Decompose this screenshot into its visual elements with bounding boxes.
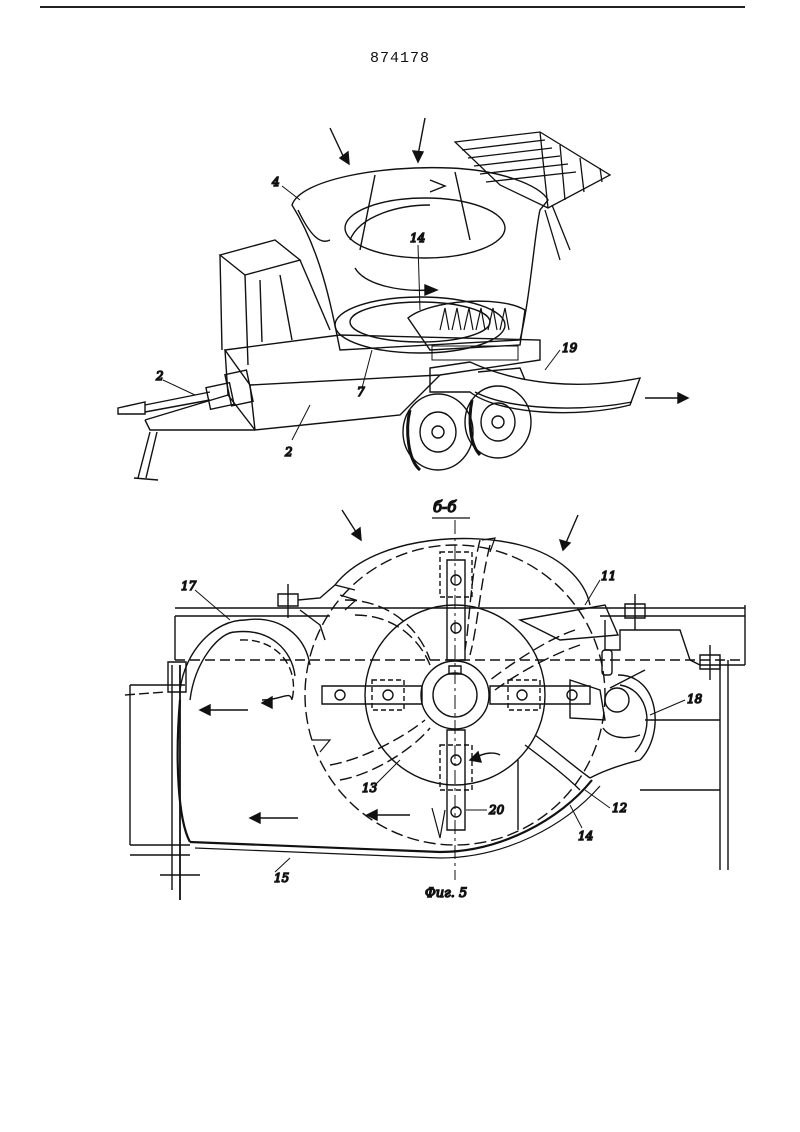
label-7: 7 (357, 385, 365, 399)
label-13: 13 (362, 781, 378, 795)
label-2-left: 2 (155, 369, 164, 383)
patent-number: 874178 (369, 50, 430, 67)
discharge-chute (430, 362, 640, 413)
label-11: 11 (601, 569, 616, 583)
outlet-casing (125, 662, 600, 900)
label-14-bottom: 14 (578, 829, 593, 843)
input-arrows (330, 118, 425, 164)
figure-caption: Фиг. 5 (425, 886, 467, 901)
label-15: 15 (274, 871, 289, 885)
section-label: б-б (433, 498, 457, 516)
page-top-rule (40, 6, 745, 8)
curved-knives (330, 540, 580, 780)
mount-bolts (278, 584, 720, 680)
label-14-top: 14 (410, 231, 425, 245)
left-discharge-drum (180, 619, 310, 708)
output-arrow (645, 393, 688, 403)
knife-tips (312, 538, 495, 838)
label-4: 4 (271, 175, 280, 189)
loading-rack (455, 132, 610, 260)
rotor-blades (322, 552, 590, 830)
figure-top-mixer-trailer: 4 14 2 7 2 19 (0, 0, 800, 500)
label-17: 17 (181, 579, 197, 593)
right-counter-knife (520, 605, 745, 675)
drive-shaft (118, 370, 253, 414)
wheels (403, 386, 531, 470)
housing-top-plate (175, 605, 745, 665)
section-input-arrows (342, 510, 578, 550)
right-discharge-drum (570, 670, 655, 760)
control-box (220, 240, 330, 365)
label-12: 12 (612, 801, 627, 815)
hopper (292, 168, 548, 353)
label-19: 19 (562, 341, 578, 355)
label-20: 20 (488, 803, 505, 817)
label-2-bottom: 2 (284, 445, 293, 459)
section-leader-lines (195, 580, 685, 872)
lower-right-plates (518, 660, 728, 870)
cutter-drum (408, 301, 525, 360)
flow-arrows (200, 705, 500, 823)
top-leader-lines (163, 186, 560, 440)
label-18: 18 (687, 692, 703, 706)
